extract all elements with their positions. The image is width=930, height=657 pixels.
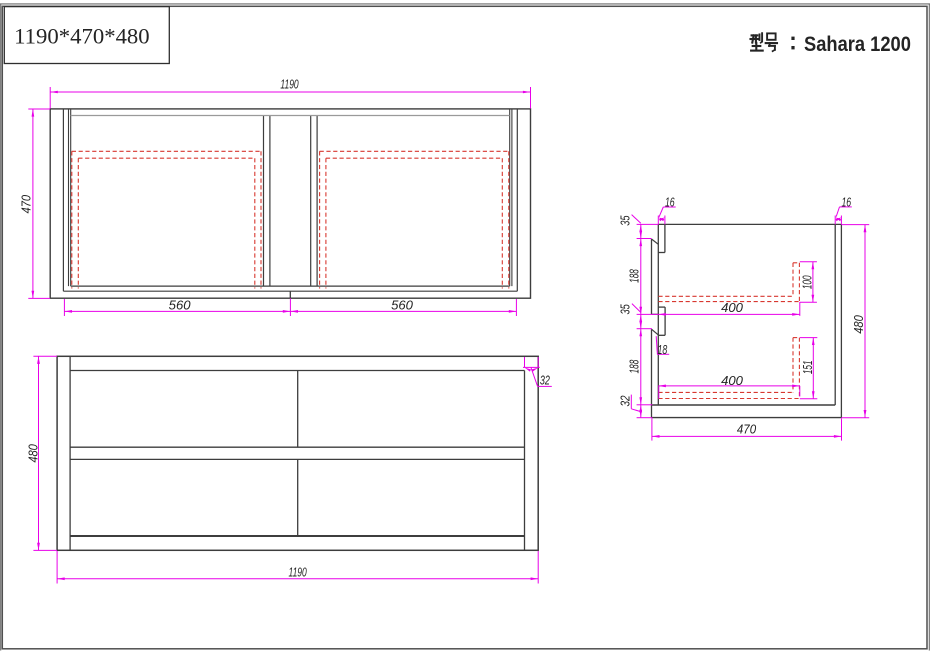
svg-text:18: 18	[658, 343, 668, 357]
svg-text:400: 400	[721, 373, 744, 388]
svg-text:470: 470	[737, 422, 756, 437]
svg-text:400: 400	[721, 300, 744, 315]
svg-text:100: 100	[801, 275, 815, 289]
svg-text:151: 151	[801, 360, 815, 374]
svg-text:188: 188	[628, 360, 642, 374]
svg-text:16: 16	[841, 196, 851, 210]
svg-text:35: 35	[619, 304, 633, 315]
svg-text:1190: 1190	[288, 566, 306, 580]
svg-text:1190: 1190	[280, 78, 298, 92]
svg-text:1190*470*480: 1190*470*480	[14, 24, 149, 49]
svg-text:188: 188	[628, 269, 642, 283]
svg-text:560: 560	[169, 298, 192, 313]
svg-text:35: 35	[619, 215, 633, 226]
svg-text:32: 32	[619, 395, 632, 407]
svg-text:560: 560	[391, 298, 414, 313]
svg-text:16: 16	[665, 196, 675, 210]
svg-text:470: 470	[19, 195, 34, 214]
svg-text:480: 480	[26, 444, 41, 463]
svg-text:Sahara 1200: Sahara 1200	[804, 33, 911, 57]
svg-text:32: 32	[540, 374, 550, 388]
svg-text:480: 480	[851, 315, 866, 334]
